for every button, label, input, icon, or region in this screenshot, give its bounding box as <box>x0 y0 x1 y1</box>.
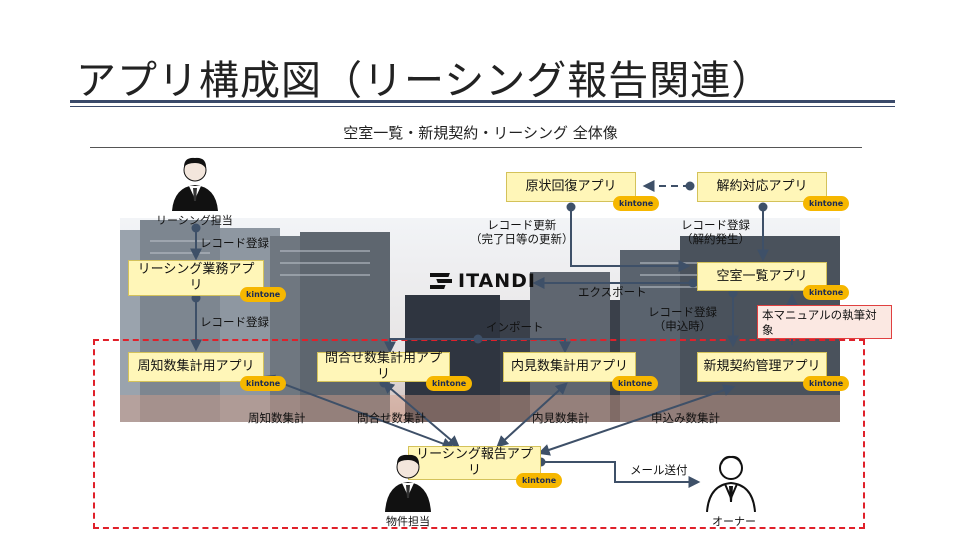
kintone-badge: kintone <box>803 196 850 211</box>
app-shuchi-label: 周知数集計用アプリ <box>137 359 255 374</box>
arrow-shinki-report <box>537 384 736 456</box>
arrow-import-to-toiawase <box>384 338 478 354</box>
kintone-badge: kintone <box>613 196 660 211</box>
app-leasing-hokoku-label: リーシング報告アプリ <box>416 447 533 478</box>
person-bukken-tanto-label: 物件担当 <box>386 515 430 528</box>
label-record-update-sub: （完了日等の更新） <box>470 232 574 246</box>
arrow-genjo-to-kushitsu <box>570 207 691 272</box>
title-rule-thick <box>70 100 895 103</box>
label-record-reg-moshikomi: レコード登録（申込時） <box>648 305 717 333</box>
label-record-reg-kaiyaku-main: レコード登録 <box>681 218 750 232</box>
label-toiawase-count: 問合せ数集計 <box>357 411 426 425</box>
arrow-report-to-owner <box>541 461 701 488</box>
arrow-toiawase-report <box>382 381 460 448</box>
app-toiawase-label: 問合せ数集計用アプリ <box>324 351 442 382</box>
app-genjo-label: 原状回復アプリ <box>525 179 617 194</box>
label-record-reg-1: レコード登録 <box>200 236 269 250</box>
label-naiken-count: 内見数集計 <box>532 411 590 425</box>
label-mail: メール送付 <box>630 463 688 477</box>
label-import: インポート <box>486 320 544 334</box>
label-record-reg-kaiyaku-sub: （解約発生） <box>681 232 750 246</box>
app-genjo-kaifuku[interactable]: 原状回復アプリ <box>506 172 636 202</box>
app-kaiyaku-label: 解約対応アプリ <box>716 179 808 194</box>
callout-manual-scope: 本マニュアルの執筆対象 <box>757 305 892 339</box>
kintone-badge: kintone <box>516 473 563 488</box>
person-bukken-tanto-icon <box>385 454 431 512</box>
label-record-reg-moshikomi-sub: （申込時） <box>653 319 712 333</box>
app-shuchi-shukei[interactable]: 周知数集計用アプリ <box>128 352 264 382</box>
label-record-reg-2: レコード登録 <box>200 315 269 329</box>
app-leasing-gyomu[interactable]: リーシング業務アプリ <box>128 260 264 296</box>
app-naiken-label: 内見数集計用アプリ <box>510 359 628 374</box>
label-shuchi-count: 周知数集計 <box>248 411 306 425</box>
label-moshikomi-count: 申込み数集計 <box>651 411 720 425</box>
app-kushitsu-label: 空室一覧アプリ <box>716 268 808 284</box>
kintone-badge: kintone <box>612 376 659 391</box>
itandi-mark-icon <box>430 273 452 289</box>
person-owner-icon <box>706 455 756 512</box>
kintone-badge: kintone <box>240 287 287 302</box>
app-shinki-label: 新規契約管理アプリ <box>703 359 821 374</box>
itandi-wordmark: ITANDI <box>458 270 537 292</box>
label-record-reg-moshikomi-main: レコード登録 <box>648 305 717 319</box>
person-leasing-tanto-label: リーシング担当 <box>156 214 233 227</box>
label-export: エクスポート <box>578 285 647 299</box>
kintone-badge: kintone <box>240 376 287 391</box>
label-record-reg-kaiyaku: レコード登録（解約発生） <box>681 218 750 246</box>
label-record-update-main: レコード更新 <box>487 218 557 232</box>
person-owner-label: オーナー <box>712 515 756 528</box>
app-kaiyaku-taio[interactable]: 解約対応アプリ <box>697 172 827 202</box>
label-record-update: レコード更新（完了日等の更新） <box>470 218 574 246</box>
app-leasing-gyomu-label: リーシング業務アプリ <box>137 262 255 293</box>
kintone-badge: kintone <box>803 376 850 391</box>
slide-title: アプリ構成図（リーシング報告関連） <box>76 58 773 104</box>
title-rule-thin <box>70 106 895 107</box>
subtitle-rule <box>90 147 862 148</box>
slide-subtitle: 空室一覧・新規契約・リーシング 全体像 <box>343 124 618 142</box>
kintone-badge: kintone <box>803 285 850 300</box>
kintone-badge: kintone <box>426 376 473 391</box>
person-leasing-tanto-icon <box>172 157 218 211</box>
app-shinki-keiyaku[interactable]: 新規契約管理アプリ <box>697 352 827 382</box>
arrow-import-to-naiken <box>478 338 571 354</box>
itandi-logo: ITANDI <box>430 270 536 292</box>
